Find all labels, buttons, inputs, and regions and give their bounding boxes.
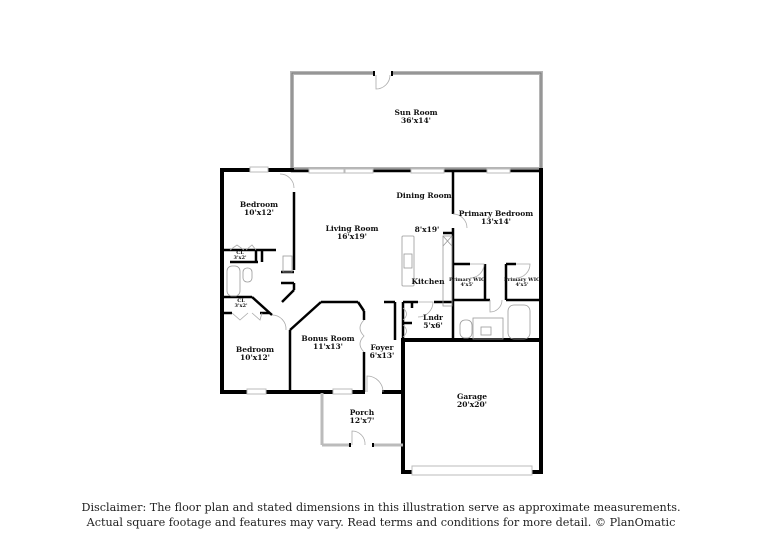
fixtures <box>226 235 531 340</box>
disclaimer: Disclaimer: The floor plan and stated di… <box>0 500 762 530</box>
disclaimer-line-2: Actual square footage and features may v… <box>86 516 676 529</box>
room-dining-room: Dining Room <box>396 191 452 200</box>
windows <box>246 166 533 476</box>
door-swings <box>229 173 531 353</box>
room-kitchen-dims: 8'x19' <box>414 225 440 234</box>
sun-room-walls <box>290 71 543 171</box>
sun-room-door <box>375 71 391 76</box>
disclaimer-line-1: Disclaimer: The floor plan and stated di… <box>81 501 681 514</box>
porch-walls <box>320 393 403 447</box>
room-kitchen: Kitchen <box>411 277 445 286</box>
